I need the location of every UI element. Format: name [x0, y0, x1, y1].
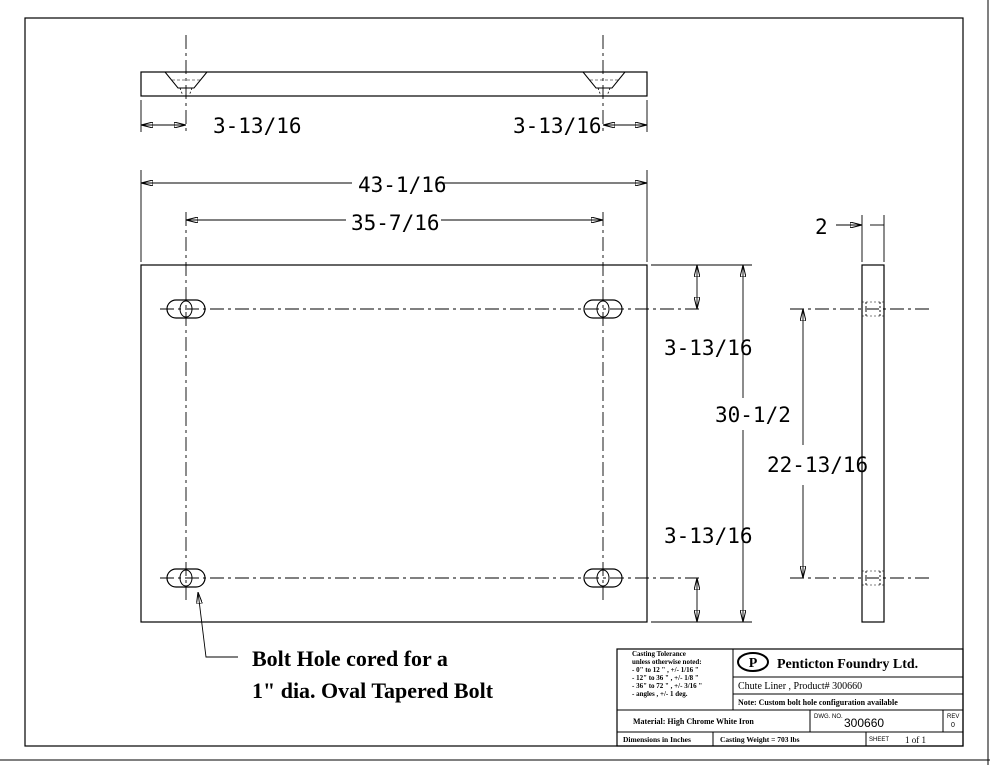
- company-logo: P: [737, 652, 769, 672]
- bolt-hole-top-left: [166, 299, 206, 319]
- overall-width-dim: 43-1/16: [358, 173, 447, 197]
- top-view-outline: [140, 71, 648, 97]
- units-note: Dimensions in Inches: [623, 735, 691, 744]
- bolt-hole-bottom-right: [583, 568, 623, 588]
- front-view: 43-1/16 35-7/16: [140, 170, 791, 658]
- title-block: Casting Tolerance unless otherwise noted…: [616, 648, 964, 747]
- tolerance-line-1: Casting Tolerance: [632, 650, 686, 658]
- tolerance-line-6: - angles , +/- 1 deg.: [632, 690, 688, 698]
- bolt-hole-bottom-left: [166, 568, 206, 588]
- bolt-hole-top-right: [583, 299, 623, 319]
- bolt-hole-note-line2: 1" dia. Oval Tapered Bolt: [252, 678, 494, 703]
- sheet-label: SHEET: [869, 737, 889, 743]
- tolerance-line-3: - 0" to 12 " , +/- 1/16 ": [632, 666, 699, 674]
- plate-outline: [140, 264, 648, 623]
- material: Material: High Chrome White Iron: [633, 717, 754, 726]
- overall-height-dim: 30-1/2: [715, 403, 791, 427]
- company-name: Penticton Foundry Ltd.: [777, 657, 918, 672]
- top-right-offset-dim: 3-13/16: [513, 114, 602, 138]
- dwg-no: 300660: [844, 716, 884, 730]
- top-view-countersink-right: [582, 71, 626, 89]
- dwg-no-label: DWG. NO.: [814, 714, 843, 720]
- bolt-hole-note-line1: Bolt Hole cored for a: [252, 646, 448, 671]
- thickness-dim: 2: [815, 215, 828, 239]
- part-description: Chute Liner , Product# 300660: [738, 681, 862, 692]
- side-view-outline: [861, 264, 885, 623]
- tolerance-line-2: unless otherwise noted:: [632, 658, 702, 666]
- sheet-value: 1 of 1: [905, 735, 926, 745]
- tolerance-line-5: - 36" to 72 " , +/- 3/16 ": [632, 682, 702, 690]
- callout-leader: [198, 592, 238, 658]
- top-left-offset-dim: 3-13/16: [213, 114, 302, 138]
- bottom-hole-offset-dim: 3-13/16: [664, 524, 753, 548]
- top-view: 3-13/16 3-13/16: [140, 35, 648, 138]
- hole-spacing-height-dim: 22-13/16: [767, 453, 868, 477]
- rev-label: REV: [947, 714, 959, 720]
- hole-spacing-width-dim: 35-7/16: [351, 211, 440, 235]
- tolerance-line-4: - 12" to 36 " , +/- 1/8 ": [632, 674, 699, 682]
- svg-text:P: P: [749, 656, 758, 671]
- custom-note: Note: Custom bolt hole configuration ava…: [738, 698, 898, 707]
- top-hole-offset-dim: 3-13/16: [664, 336, 753, 360]
- sheet-border: [24, 17, 964, 747]
- rev-value: 0: [951, 722, 955, 729]
- side-view: 2 22-13/16: [767, 215, 930, 623]
- casting-weight: Casting Weight = 703 lbs: [720, 735, 800, 744]
